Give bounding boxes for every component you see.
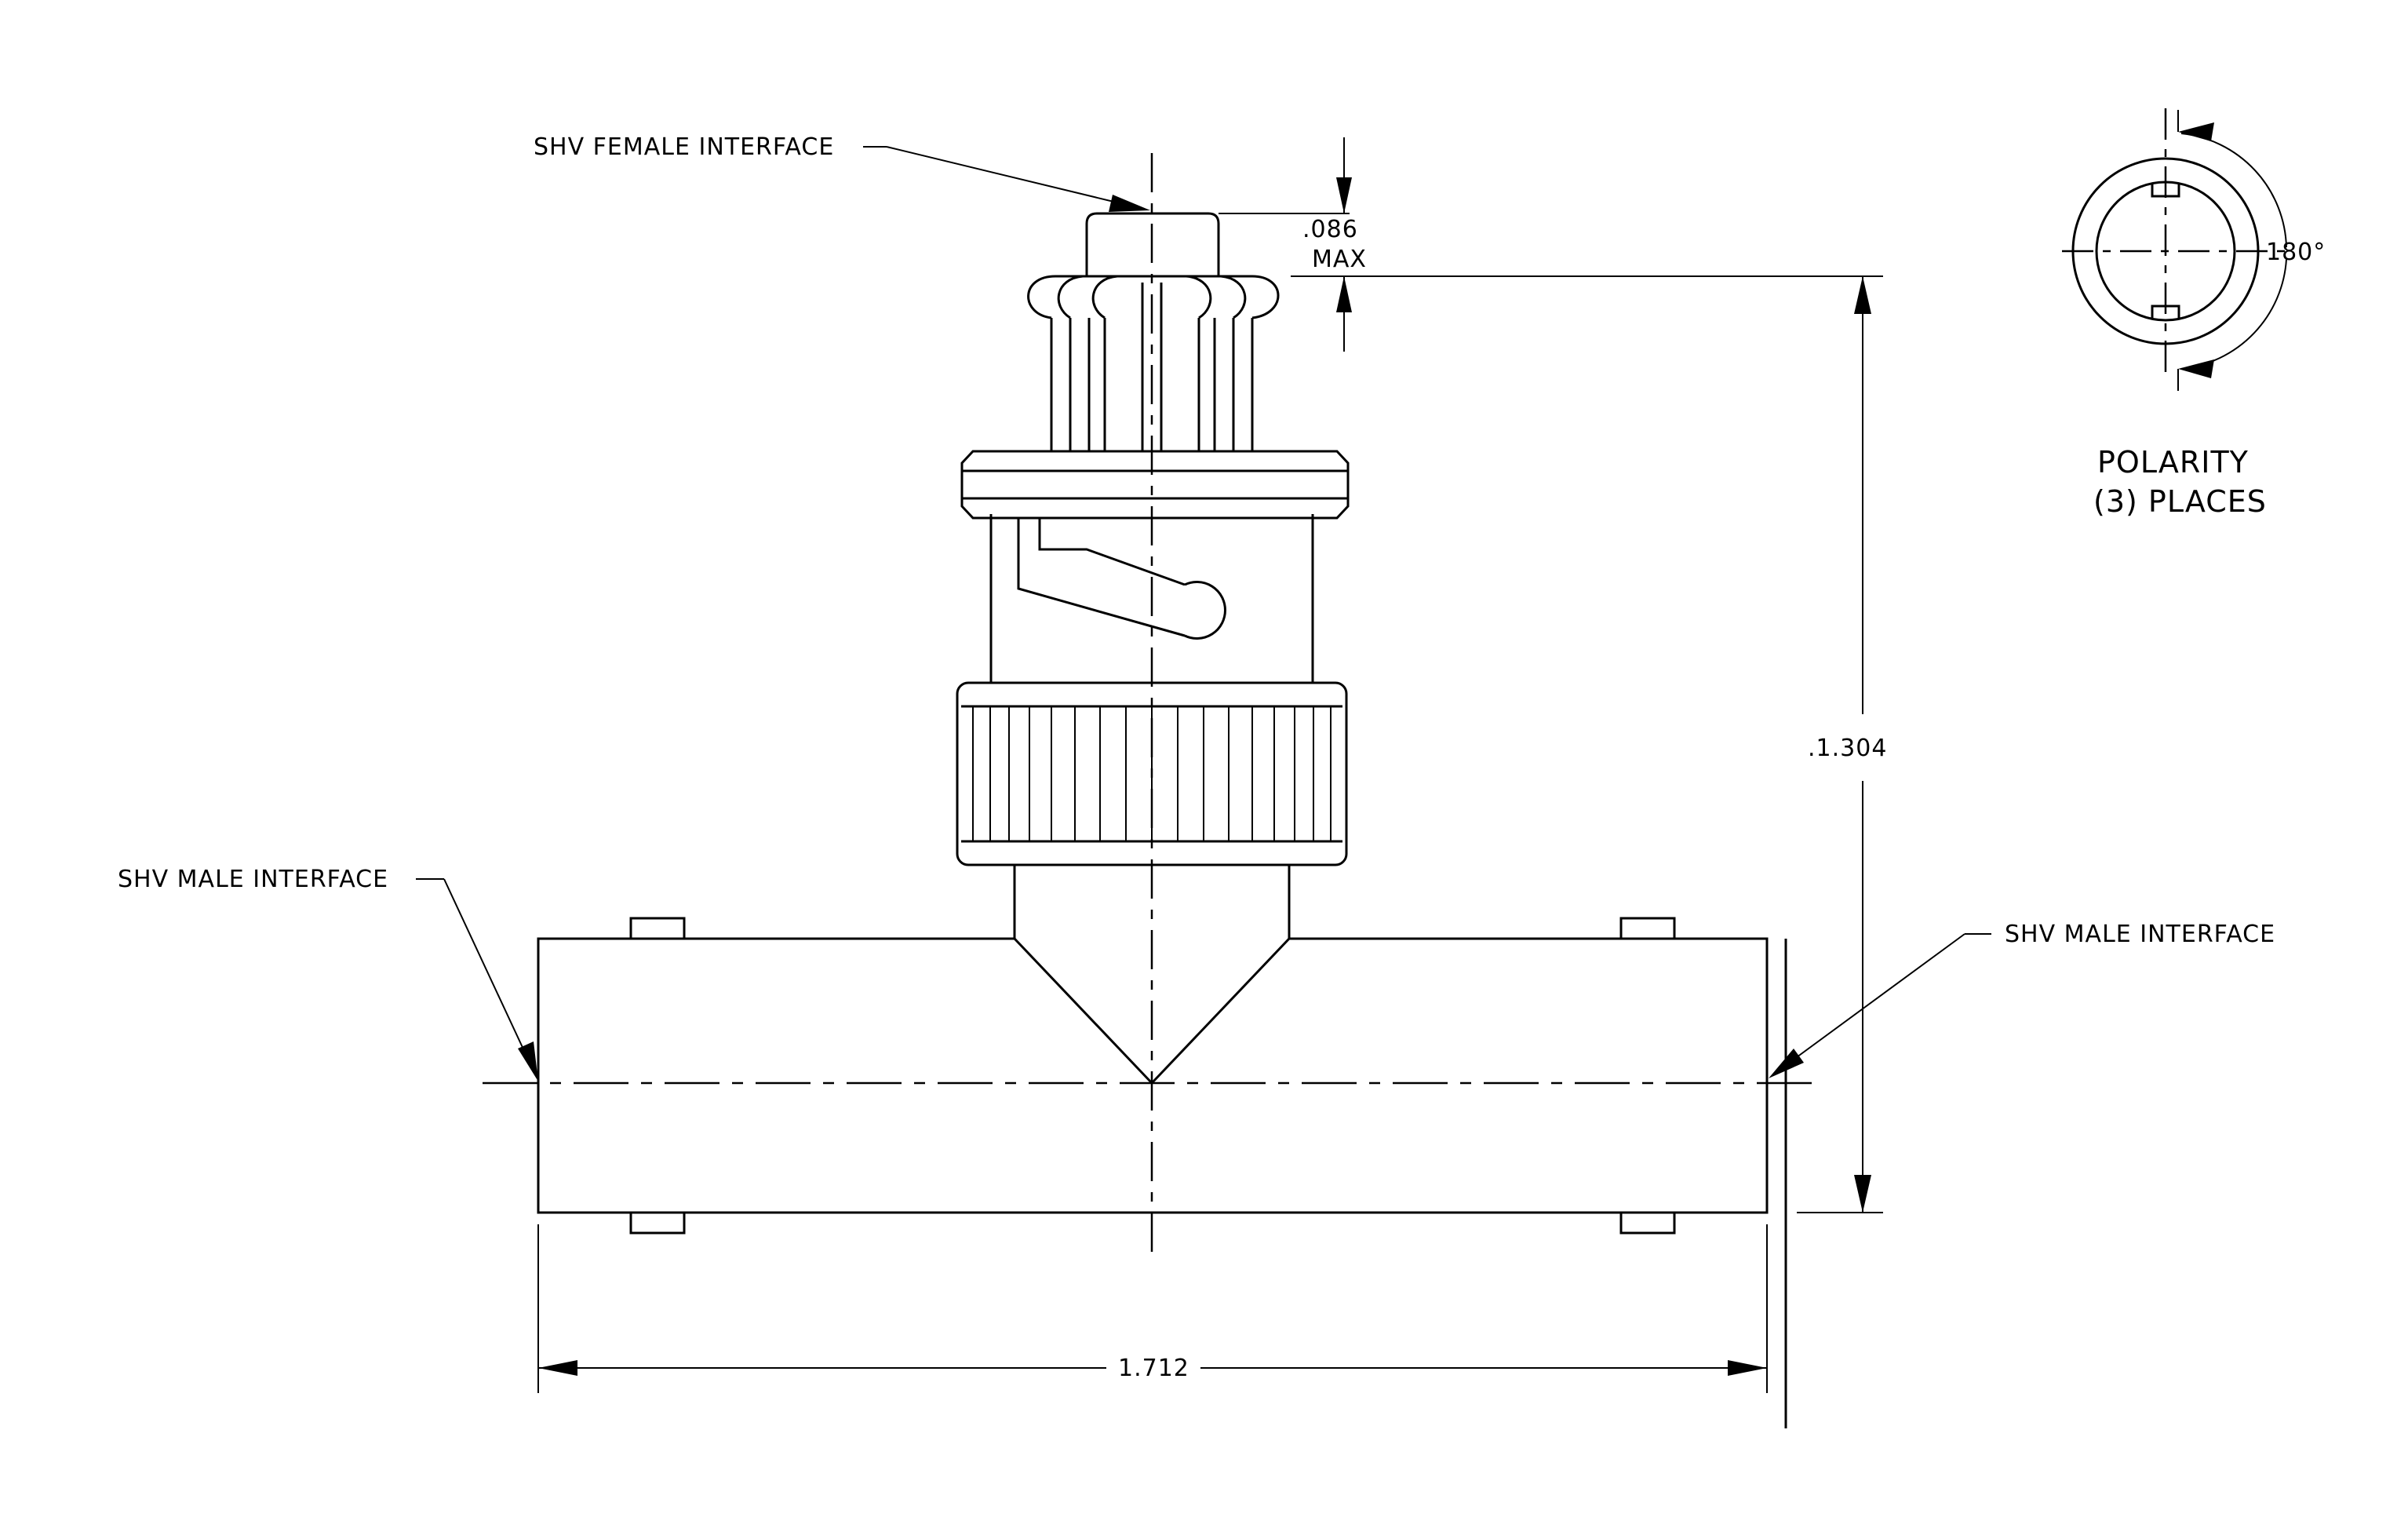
dim-height [1797, 276, 1883, 1213]
contact-fingers [1027, 212, 1280, 453]
polarity-title: POLARITY [2097, 445, 2249, 480]
coupling-ring [960, 450, 1350, 520]
polarity-places: (3) PLACES [2093, 484, 2267, 519]
polarity-detail [2062, 108, 2290, 391]
label-male-interface-left: SHV MALE INTERFACE [118, 866, 388, 893]
dim-tip-suffix: MAX [1312, 246, 1367, 273]
dim-tip-height [1219, 137, 1883, 352]
bayonet-sleeve [989, 514, 1314, 683]
dim-width [537, 1224, 1768, 1393]
label-female-interface: SHV FEMALE INTERFACE [534, 133, 834, 161]
leader-male-left [416, 878, 538, 1081]
label-male-interface-right: SHV MALE INTERFACE [2005, 921, 2275, 948]
knurled-nut [956, 681, 1348, 866]
dim-width-value: 1.712 [1118, 1355, 1189, 1382]
polarity-angle: 180° [2266, 239, 2326, 266]
dim-tip-value: .086 [1302, 216, 1358, 243]
center-lines [483, 153, 1812, 1256]
leader-female [863, 146, 1150, 212]
tee-body [537, 866, 1787, 1428]
dim-height-value: .1.304 [1808, 735, 1887, 762]
leader-male-right [1769, 933, 1991, 1078]
